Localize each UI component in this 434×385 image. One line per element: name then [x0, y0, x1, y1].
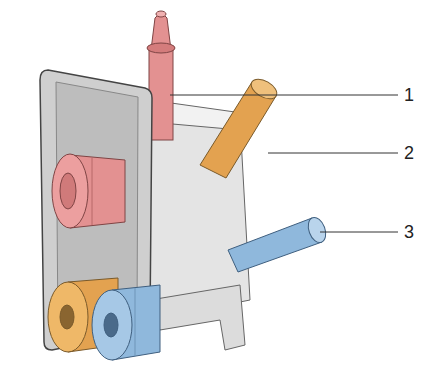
callout-number: 1 [404, 85, 414, 105]
leader-line [268, 153, 398, 154]
leader-line [170, 95, 398, 96]
callout-number: 2 [404, 143, 414, 163]
callout-number: 3 [404, 222, 414, 242]
leader-line [320, 232, 398, 233]
